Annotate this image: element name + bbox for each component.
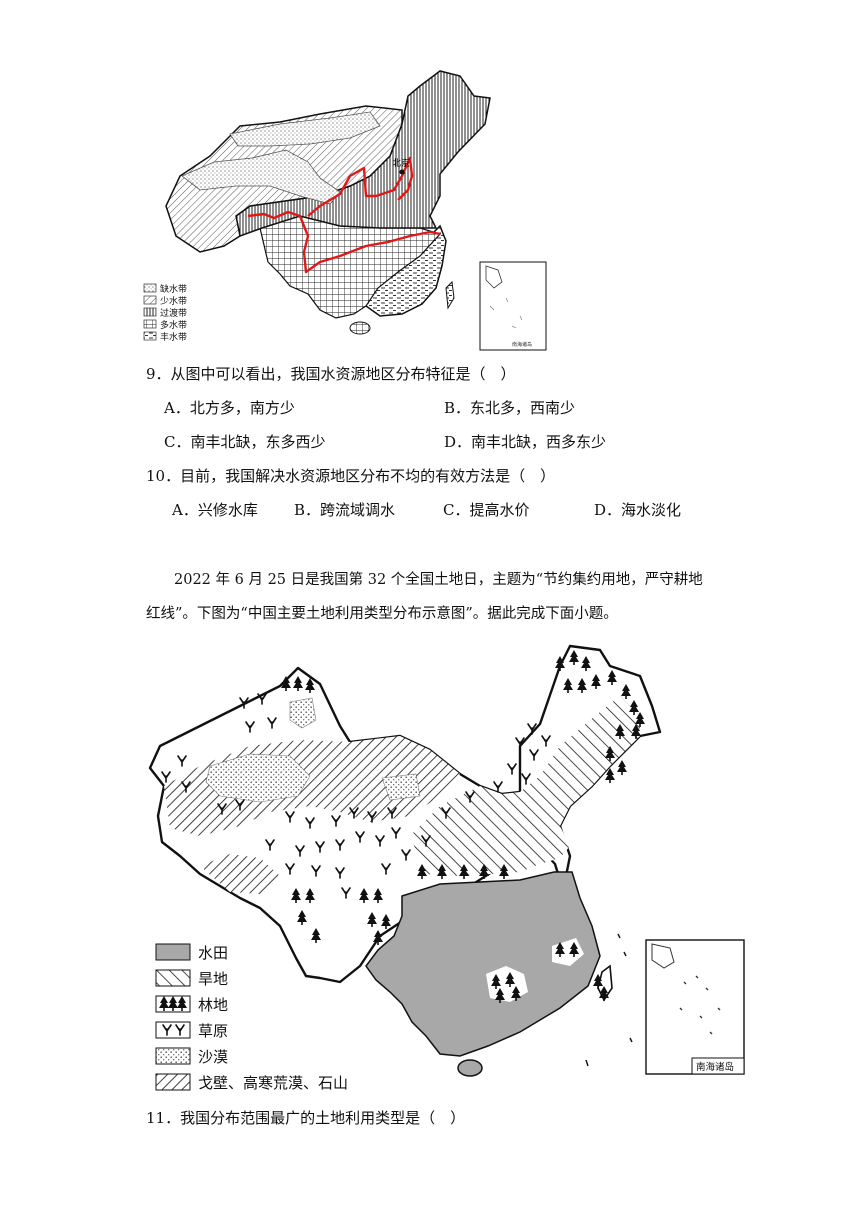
q9-option-d[interactable]: D．南丰北缺，西多东少 [444, 433, 607, 451]
map2-inset-label: 南海诸岛 [696, 1061, 734, 1073]
beijing-marker-icon [399, 169, 405, 175]
legend-label-low: 少水带 [160, 295, 187, 307]
question-10-stem: 10．目前，我国解决水资源地区分布不均的有效方法是（ ） [146, 467, 556, 485]
map1-legend: 缺水带 少水带 过渡带 多水带 丰水带 [143, 283, 187, 343]
question-11-stem: 11．我国分布范围最广的土地利用类型是（ ） [146, 1109, 466, 1127]
passage-line-1: 2022 年 6 月 25 日是我国第 32 个全国土地日，主题为“节约集约用地… [174, 572, 703, 588]
q9-option-c[interactable]: C．南丰北缺，东多西少 [164, 433, 326, 451]
q10-option-a[interactable]: A．兴修水库 [172, 501, 258, 519]
legend-label-abundant: 丰水带 [160, 331, 187, 343]
legend-label-gobi: 戈壁、高寒荒漠、石山 [198, 1074, 348, 1092]
water-boundary-line [247, 156, 441, 274]
legend-label-rich: 多水带 [160, 319, 187, 331]
water-resource-map: 北京 缺水带 少水带 过渡带 多水带 丰水带 南海诸岛 [143, 70, 547, 351]
q10-option-c[interactable]: C．提高水价 [443, 501, 530, 519]
question-9-stem: 9．从图中可以看出，我国水资源地区分布特征是（ ） [146, 365, 516, 383]
q10-option-b[interactable]: B．跨流域调水 [294, 501, 396, 519]
q9-option-a[interactable]: A．北方多，南方少 [164, 399, 295, 417]
beijing-label: 北京 [392, 157, 410, 169]
legend-label-transition: 过渡带 [160, 307, 187, 319]
q9-option-b[interactable]: B．东北多，西南少 [444, 399, 576, 417]
legend-label-grassland: 草原 [198, 1022, 228, 1040]
legend-label-scarce: 缺水带 [160, 283, 187, 295]
legend-label-forest: 林地 [198, 996, 228, 1014]
map1-country-shape [165, 70, 491, 335]
map1-inset-label: 南海诸岛 [512, 341, 532, 348]
passage-line-2: 红线”。下图为“中国主要土地利用类型分布示意图”。据此完成下面小题。 [146, 606, 618, 622]
map2-south-sea-inset: 南海诸岛 [645, 939, 745, 1075]
map1-south-sea-inset: 南海诸岛 [479, 261, 547, 351]
island-marks [585, 933, 633, 1067]
map2-legend: 水田 旱地 林地 草原 沙漠 戈壁、高寒荒漠、石山 [155, 943, 348, 1092]
map2-country-shape [148, 644, 662, 1077]
land-use-map: 水田 旱地 林地 草原 沙漠 戈壁、高寒荒漠、石山 南海诸岛 [148, 644, 745, 1092]
legend-label-paddy: 水田 [198, 944, 228, 962]
legend-label-dryland: 旱地 [198, 970, 228, 988]
q10-option-d[interactable]: D．海水淡化 [594, 501, 682, 519]
legend-label-desert: 沙漠 [198, 1048, 228, 1066]
